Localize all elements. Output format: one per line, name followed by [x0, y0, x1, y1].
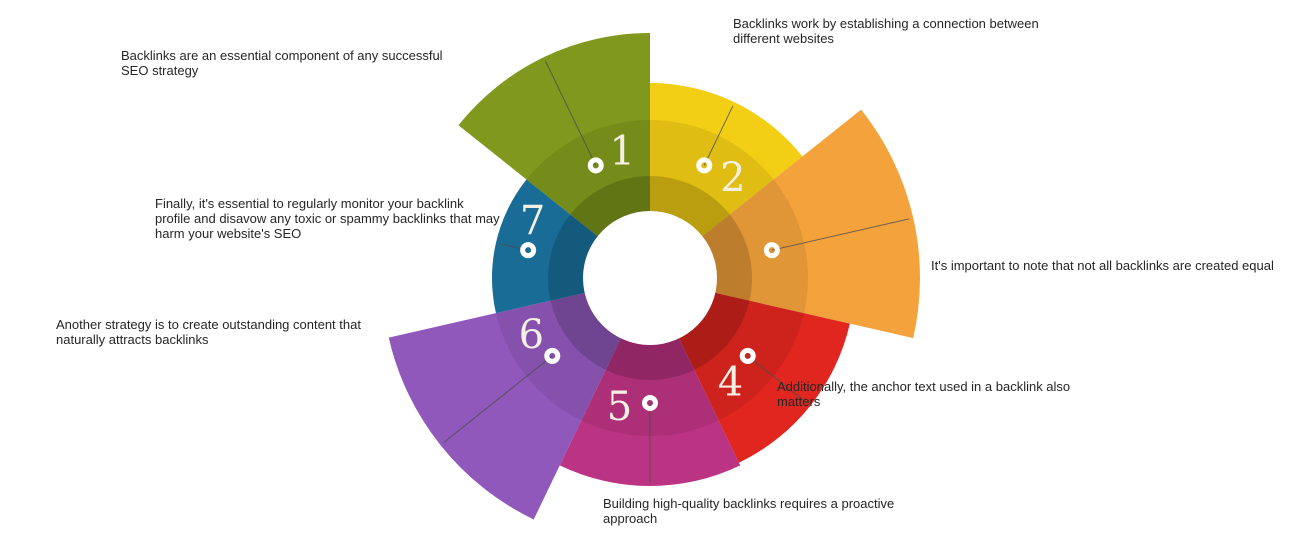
annotation-step-2: Backlinks work by establishing a connect…	[733, 16, 1039, 46]
segment-petal-7	[492, 179, 605, 314]
step-number-2: 2	[720, 155, 745, 201]
leader-line-6	[443, 355, 553, 443]
annotation-step-3: It's important to note that not all back…	[931, 258, 1274, 273]
leader-line-4	[747, 355, 808, 404]
inner-ring-overlay	[548, 176, 752, 380]
step-number-7: 7	[520, 198, 545, 244]
annotation-step-4: Additionally, the anchor text used in a …	[777, 379, 1071, 409]
step-dot-3	[763, 242, 780, 259]
segment-petal-6	[388, 290, 625, 520]
step-dot-1	[587, 157, 604, 174]
step-dot-5	[642, 395, 658, 411]
annotation-step-6: Another strategy is to create outstandin…	[56, 317, 361, 347]
segment-petal-1	[458, 33, 650, 242]
annotation-step-7: Finally, it's essential to regularly mon…	[155, 196, 500, 241]
step-dot-7	[520, 242, 537, 259]
segment-petal-2	[650, 83, 803, 242]
step-number-6: 6	[519, 312, 544, 358]
step-number-4: 4	[718, 360, 743, 406]
step-number-5: 5	[607, 384, 632, 430]
leader-line-3	[771, 218, 910, 251]
step-dot-6	[544, 347, 561, 364]
step-number-1: 1	[610, 128, 635, 174]
center-circle	[583, 211, 717, 345]
segment-petal-3	[695, 109, 920, 339]
step-dot-4	[739, 347, 756, 364]
leader-line-1	[544, 60, 597, 166]
annotation-step-5: Building high-quality backlinks requires…	[603, 496, 895, 526]
annotation-step-1: Backlinks are an essential component of …	[121, 48, 443, 78]
step-dot-2	[696, 157, 713, 174]
segment-petal-4	[675, 290, 850, 463]
leader-line-2	[703, 105, 734, 166]
mid-ring-overlay	[492, 120, 808, 436]
